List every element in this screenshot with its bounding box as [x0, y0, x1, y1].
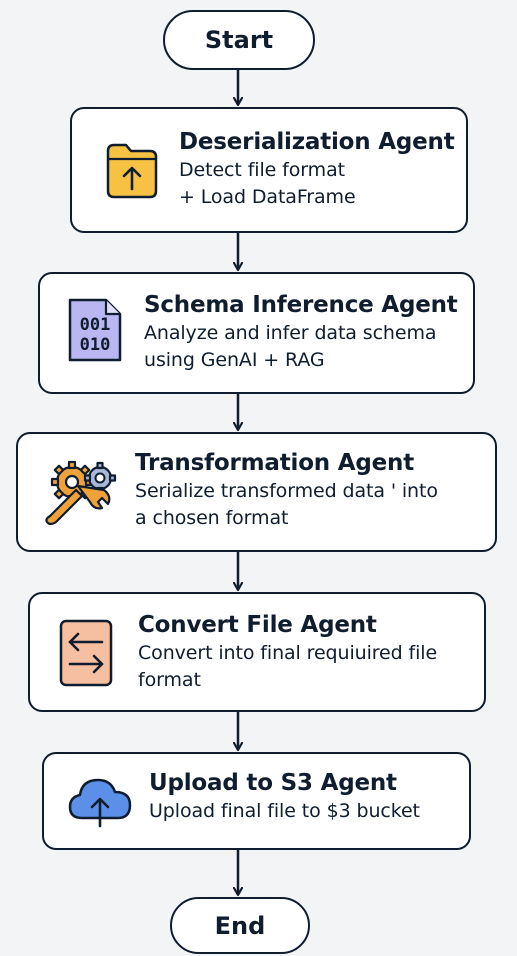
upload-to-s3-agent-description: Upload final file to $3 bucket: [149, 800, 420, 822]
convert-file-agent-description: Convert into final requiuired file forma…: [138, 642, 438, 691]
end-terminal: End: [170, 897, 310, 954]
start-terminal: Start: [163, 10, 315, 70]
binary-file-icon: 001 010: [68, 298, 122, 362]
deserialization-agent-node: Deserialization Agent Detect file format…: [70, 107, 468, 233]
cloud-upload-icon: [68, 778, 132, 828]
deserialization-agent-title: Deserialization Agent: [179, 129, 455, 155]
svg-text:001: 001: [80, 315, 111, 335]
schema-inference-agent-node: 001 010 Schema Inference Agent Analyze a…: [38, 272, 475, 394]
folder-upload-icon: [106, 143, 158, 199]
schema-inference-agent-description: Analyze and infer data schema using GenA…: [144, 322, 437, 371]
upload-to-s3-agent-node: Upload to S3 Agent Upload final file to …: [42, 752, 471, 850]
deserialization-agent-description: Detect file format + Load DataFrame: [179, 159, 356, 208]
gears-wrench-icon: [45, 460, 117, 526]
end-label: End: [214, 911, 266, 940]
convert-arrows-icon: [59, 619, 113, 687]
convert-file-agent-title: Convert File Agent: [138, 612, 377, 638]
transformation-agent-title: Transformation Agent: [135, 450, 415, 476]
start-label: Start: [204, 26, 274, 54]
transformation-agent-node: Transformation Agent Serialize transform…: [16, 432, 497, 552]
convert-file-agent-node: Convert File Agent Convert into final re…: [28, 592, 486, 712]
transformation-agent-description: Serialize transformed data ' into a chos…: [135, 480, 438, 529]
svg-text:010: 010: [80, 335, 111, 355]
schema-inference-agent-title: Schema Inference Agent: [144, 292, 458, 318]
upload-to-s3-agent-title: Upload to S3 Agent: [149, 770, 397, 796]
